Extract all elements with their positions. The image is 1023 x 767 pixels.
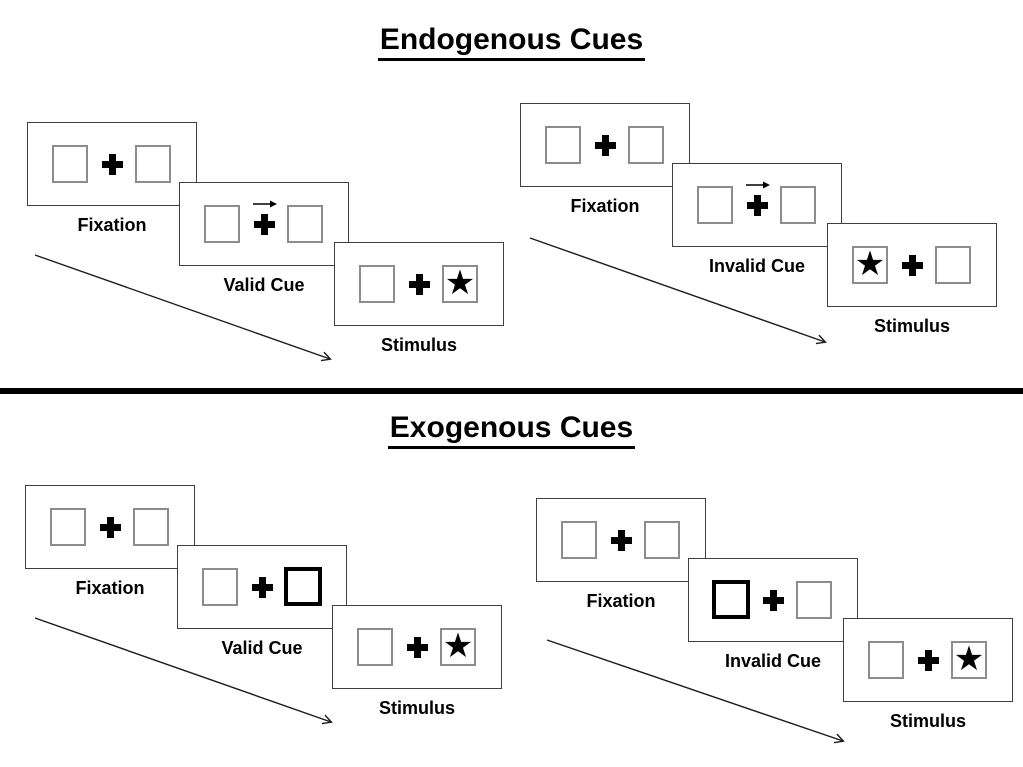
fixation-cross-icon (595, 135, 616, 156)
panel-label: Fixation (75, 578, 145, 598)
star-icon: ★ (953, 639, 985, 679)
panel-label: Stimulus (380, 335, 457, 355)
fixation-cross-icon (763, 590, 784, 611)
fixation-cross-icon (100, 517, 121, 538)
panel-cue: Valid Cue (177, 545, 347, 658)
fixation-cross-icon (747, 195, 768, 216)
panel-cue: Invalid Cue (672, 163, 842, 276)
fixation-cross-icon (902, 255, 923, 276)
panel-fixation: Fixation (536, 498, 706, 611)
left-box (202, 568, 238, 606)
left-box (204, 205, 240, 243)
fixation-screen (536, 498, 706, 582)
right-box-with-target: ★ (442, 265, 478, 303)
panel-stimulus: ★ Stimulus (334, 242, 504, 355)
left-box (359, 265, 395, 303)
panel-fixation: Fixation (27, 122, 197, 235)
left-box (357, 628, 393, 666)
cue-screen (179, 182, 349, 266)
section-title-text: Endogenous Cues (377, 24, 646, 61)
fixation-cross-icon (918, 650, 939, 671)
left-box (868, 641, 904, 679)
panel-label: Invalid Cue (708, 256, 806, 276)
right-box-with-target: ★ (951, 641, 987, 679)
section-title-endogenous: Endogenous Cues (0, 24, 1023, 61)
right-box (935, 246, 971, 284)
cue-screen (672, 163, 842, 247)
fixation-cross-icon (611, 530, 632, 551)
panel-label: Invalid Cue (724, 651, 822, 671)
left-box (697, 186, 733, 224)
time-arrow-exogenous-valid (34, 617, 333, 725)
fixation-screen (27, 122, 197, 206)
right-box (133, 508, 169, 546)
fixation-cross-icon (102, 154, 123, 175)
star-icon: ★ (444, 263, 476, 303)
right-box-highlighted (284, 567, 322, 606)
right-box-with-target: ★ (440, 628, 476, 666)
section-title-text: Exogenous Cues (387, 412, 636, 449)
group-exogenous-valid: Fixation Valid Cue ★ Stimulus (25, 485, 505, 730)
stimulus-screen: ★ (827, 223, 997, 307)
panel-label: Stimulus (378, 698, 455, 718)
time-arrow-endogenous-valid (34, 254, 332, 362)
fixation-screen (520, 103, 690, 187)
group-endogenous-valid: Fixation Valid Cue ★ Stimul (27, 122, 507, 367)
left-box (561, 521, 597, 559)
right-arrow-icon (253, 200, 277, 208)
panel-label: Fixation (570, 196, 640, 216)
panel-label: Stimulus (889, 711, 966, 731)
right-box (287, 205, 323, 243)
left-box (545, 126, 581, 164)
panel-stimulus: ★ Stimulus (332, 605, 502, 718)
panel-cue: Invalid Cue (688, 558, 858, 671)
group-endogenous-invalid: Fixation Invalid Cue ★ Stim (520, 103, 1000, 348)
left-box-highlighted (712, 580, 750, 619)
right-box (644, 521, 680, 559)
fixation-cross-icon (407, 637, 428, 658)
panel-cue: Valid Cue (179, 182, 349, 295)
left-box (52, 145, 88, 183)
panel-label: Valid Cue (223, 275, 305, 295)
panel-label: Valid Cue (221, 638, 303, 658)
cue-screen (177, 545, 347, 629)
left-box (50, 508, 86, 546)
fixation-cross-icon (409, 274, 430, 295)
right-box (780, 186, 816, 224)
time-arrow-endogenous-invalid (529, 237, 827, 345)
fixation-cross-icon (254, 214, 275, 235)
stimulus-screen: ★ (332, 605, 502, 689)
group-exogenous-invalid: Fixation Invalid Cue ★ Stimulus (536, 498, 1016, 743)
right-arrow-icon (746, 181, 770, 189)
star-icon: ★ (442, 626, 474, 666)
time-arrow-exogenous-invalid (546, 639, 845, 744)
right-box (135, 145, 171, 183)
panel-label: Stimulus (873, 316, 950, 336)
left-box-with-target: ★ (852, 246, 888, 284)
right-box (628, 126, 664, 164)
panel-label: Fixation (586, 591, 656, 611)
stimulus-screen: ★ (843, 618, 1013, 702)
panel-stimulus: ★ Stimulus (843, 618, 1013, 731)
panel-label: Fixation (77, 215, 147, 235)
panel-fixation: Fixation (520, 103, 690, 216)
right-box (796, 581, 832, 619)
cue-screen (688, 558, 858, 642)
fixation-cross-icon (252, 577, 273, 598)
star-icon: ★ (854, 244, 886, 284)
panel-fixation: Fixation (25, 485, 195, 598)
stimulus-screen: ★ (334, 242, 504, 326)
section-divider (0, 388, 1023, 394)
fixation-screen (25, 485, 195, 569)
panel-stimulus: ★ Stimulus (827, 223, 997, 336)
section-title-exogenous: Exogenous Cues (0, 412, 1023, 449)
